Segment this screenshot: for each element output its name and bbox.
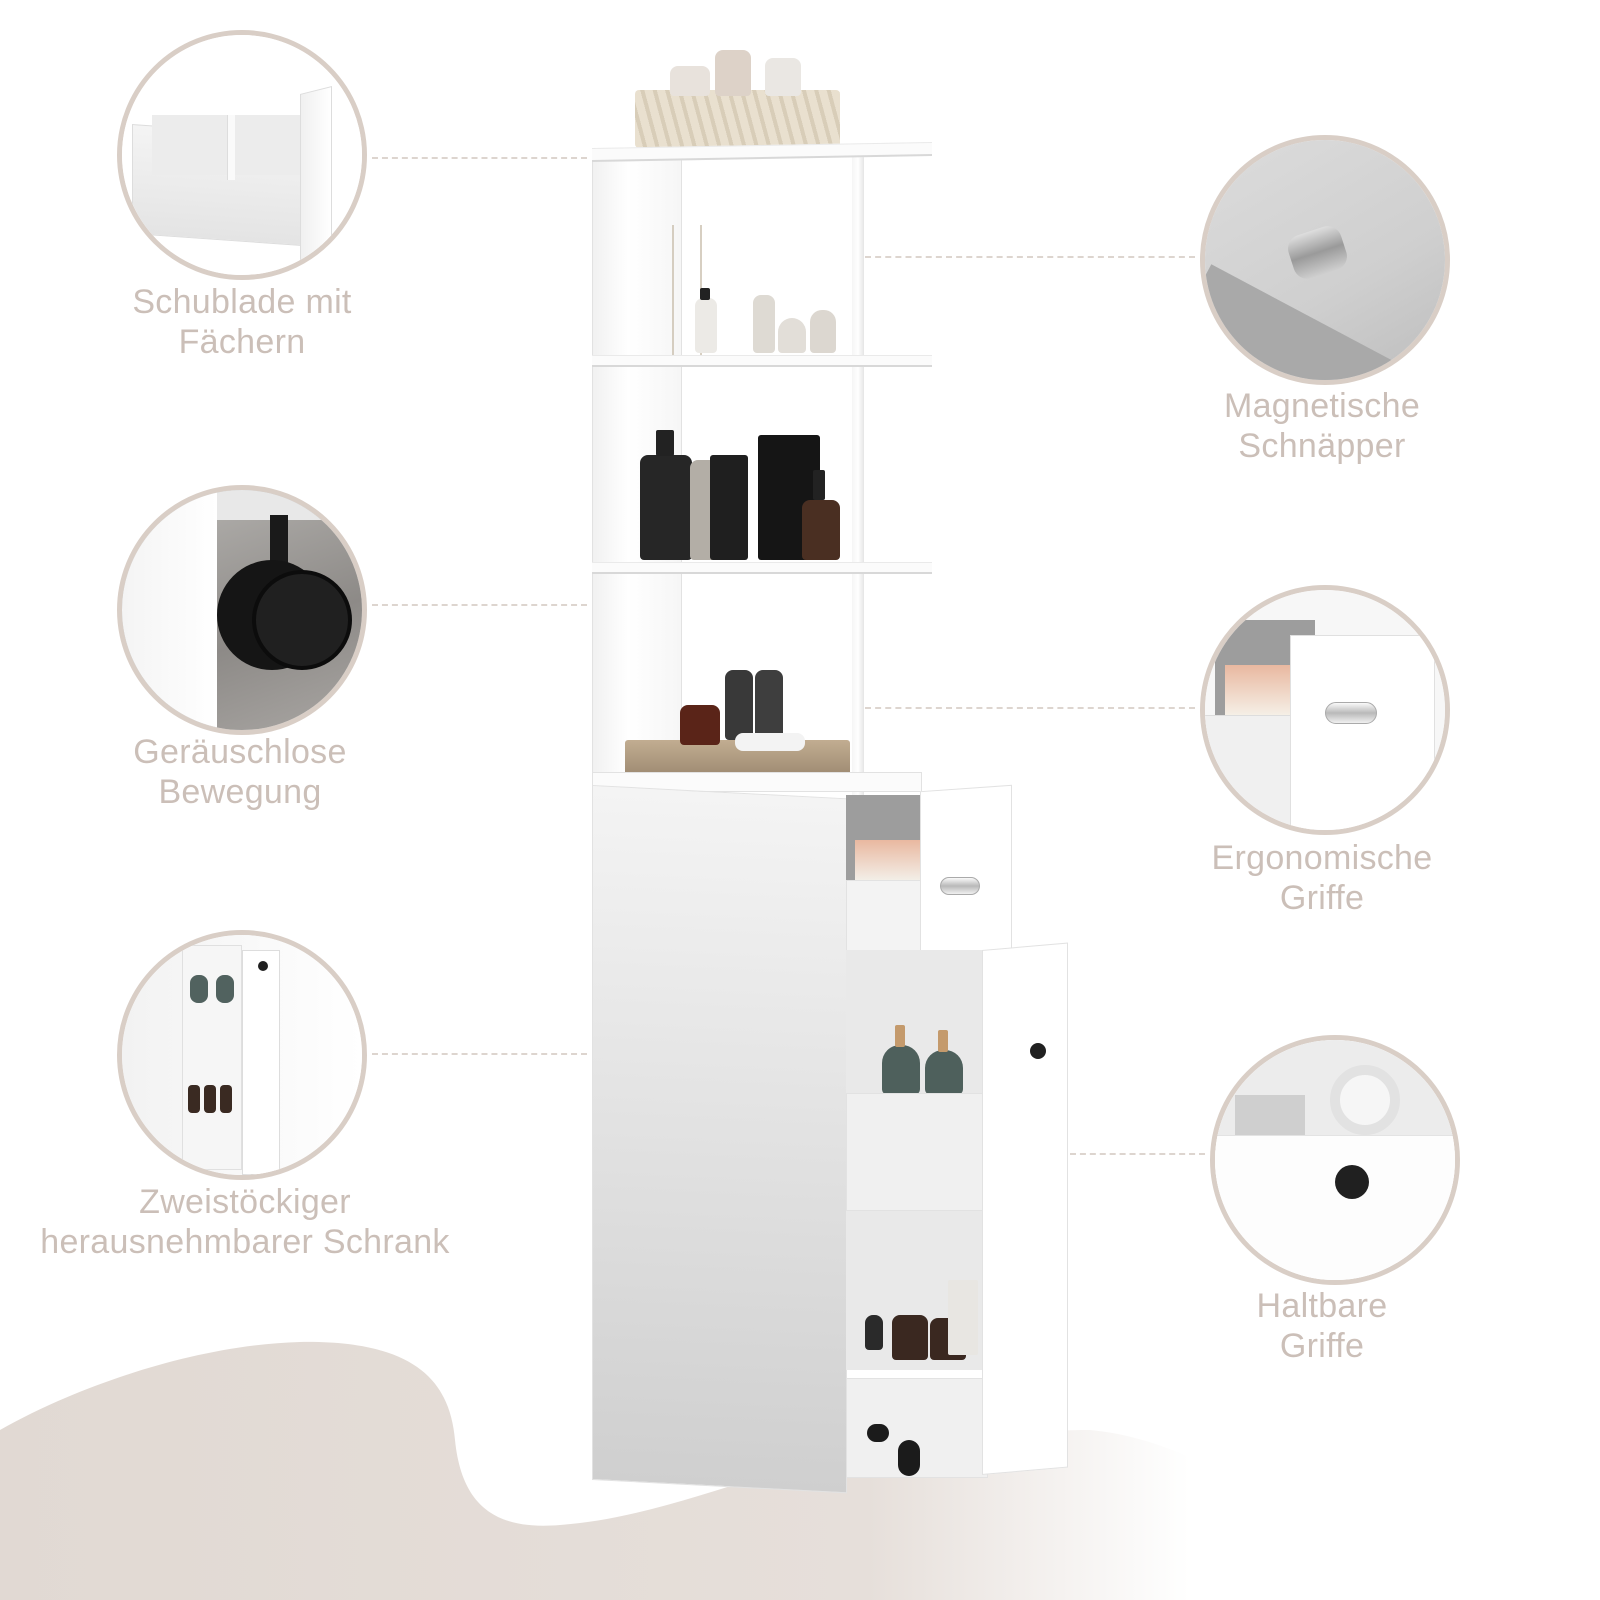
- feature-image-silent-movement: [117, 485, 367, 735]
- recessed-handle-icon: [1205, 590, 1445, 830]
- connector-line-magnetic-catch: [865, 256, 1195, 258]
- cabinet-top: [592, 772, 922, 792]
- shelf-support-rod: [852, 155, 864, 825]
- shelf-3: [592, 562, 932, 574]
- feature-image-drawer-compartments: [117, 30, 367, 280]
- feature-image-two-tier-cabinet: [117, 930, 367, 1180]
- folded-towel: [735, 733, 805, 751]
- feature-label-silent-movement: Geräuschlose Bewegung: [133, 733, 347, 811]
- ergonomic-handle[interactable]: [940, 877, 980, 895]
- pullout-door[interactable]: [982, 942, 1068, 1475]
- magnet-catch-icon: [1205, 140, 1445, 380]
- drawer-contents: [855, 840, 921, 880]
- caster-wheel: [867, 1424, 889, 1442]
- feature-label-drawer-compartments: Schublade mit Fächern: [132, 283, 352, 361]
- product-cabinet: [580, 50, 1080, 1494]
- decor-basket: [635, 90, 840, 148]
- drawer-dividers-icon: [122, 35, 362, 275]
- feature-label-ergonomic-handles: Ergonomische Griffe: [1211, 839, 1433, 917]
- pullout-cabinet-icon: [122, 935, 362, 1175]
- drawer-front[interactable]: [920, 784, 1012, 962]
- shelf-2: [592, 355, 932, 367]
- caster-wheel: [898, 1440, 920, 1476]
- pullout-tier-1-front: [846, 1093, 988, 1211]
- connector-line-silent-movement: [372, 604, 587, 606]
- feature-label-two-tier-cabinet: Zweistöckiger herausnehmbarer Schrank: [40, 1183, 450, 1261]
- connector-line-drawer-compartments: [372, 157, 587, 159]
- feature-image-magnetic-catch: [1200, 135, 1450, 385]
- feature-image-ergonomic-handles: [1200, 585, 1450, 835]
- knob-handle-icon: [1215, 1040, 1455, 1280]
- connector-line-durable-handles: [1070, 1153, 1205, 1155]
- knob-handle[interactable]: [1030, 1043, 1046, 1059]
- dark-bottle: [640, 455, 692, 560]
- caster-wheel-icon: [122, 490, 362, 730]
- feature-label-durable-handles: Haltbare Griffe: [1256, 1287, 1388, 1365]
- feature-label-magnetic-catch: Magnetische Schnäpper: [1223, 387, 1421, 465]
- connector-line-ergonomic-handles: [865, 707, 1195, 709]
- cabinet-door-left: [592, 785, 847, 1494]
- feature-image-durable-handles: [1210, 1035, 1460, 1285]
- connector-line-two-tier-cabinet: [372, 1053, 587, 1055]
